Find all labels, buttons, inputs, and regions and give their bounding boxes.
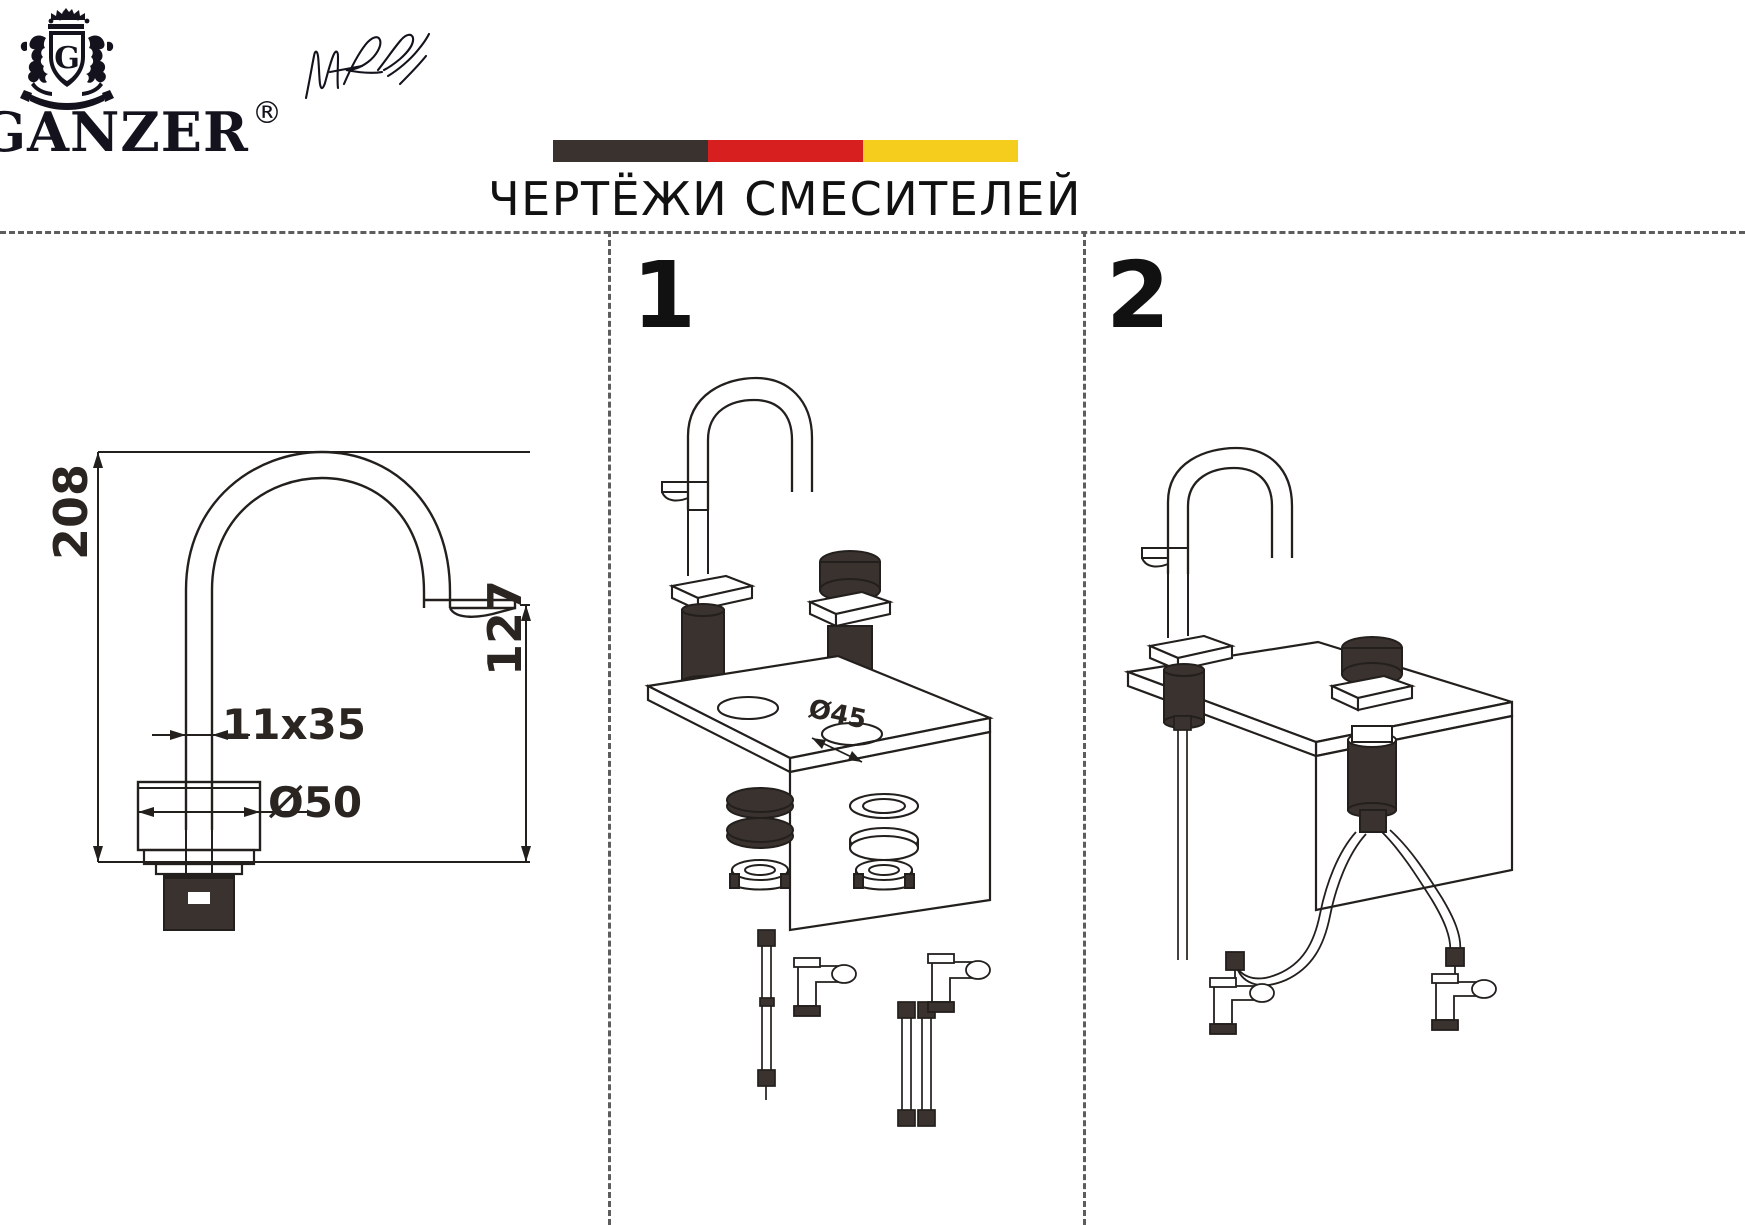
flag-bar	[553, 140, 1018, 162]
dimension-spout-height: 127	[478, 579, 532, 676]
flag-stripe-red	[708, 140, 863, 162]
page-title: ЧЕРТЁЖИ СМЕСИТЕЛЕЙ	[488, 172, 1082, 226]
sheet-header: G GANZER ®	[0, 0, 1745, 232]
exploded-installation-drawing	[644, 376, 994, 1127]
horizontal-divider	[0, 231, 1745, 234]
flag-stripe-black	[553, 140, 708, 162]
registered-trademark-icon: ®	[252, 96, 282, 131]
panel-number-1: 1	[632, 242, 697, 349]
flag-stripe-gold	[863, 140, 1018, 162]
panel-number-2: 2	[1106, 242, 1171, 349]
brand-logo: G GANZER ®	[0, 8, 431, 164]
svg-text:G: G	[54, 41, 80, 76]
dimension-base-diameter: Ø50	[268, 778, 363, 827]
panel-divider-1	[608, 231, 611, 1225]
dimension-total-height: 208	[44, 463, 98, 560]
brand-wordmark: GANZER	[0, 100, 249, 164]
signature-mark	[304, 32, 431, 100]
assembled-installation-drawing	[1123, 446, 1514, 1035]
dimension-spout-section: 11x35	[222, 700, 366, 749]
dimensioned-elevation-drawing	[93, 450, 531, 931]
crest-icon: G	[20, 8, 114, 110]
panel-divider-2	[1083, 231, 1086, 1225]
